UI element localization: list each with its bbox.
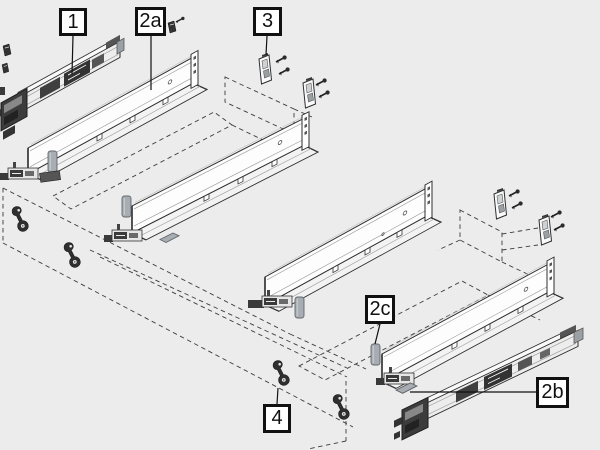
small-part: [0, 87, 5, 95]
cover-cap: [47, 150, 58, 173]
cabinet-outline: [2, 187, 367, 450]
callout-2b: 2b: [536, 377, 569, 408]
callout-1: 1: [59, 8, 87, 36]
callout-3-label: 3: [261, 10, 274, 32]
small-parts-top-left: [0, 16, 186, 95]
part-drawer-side-center-right: [263, 180, 443, 312]
latch-unit-upper-left: [0, 161, 61, 183]
callout-2a: 2a: [135, 7, 166, 36]
part-drawer-runner-left: [0, 34, 125, 140]
callout-2c: 2c: [365, 295, 395, 324]
part-drawer-runner-right: [394, 324, 584, 441]
part-drawer-side-center-left: [130, 110, 320, 241]
callout-2a-label: 2a: [139, 10, 162, 32]
cover-cap-2c: [370, 343, 381, 366]
part-drawer-side-upper-left: [26, 49, 209, 181]
latch-unit-center-right: [248, 289, 293, 309]
callout-4-label: 4: [271, 407, 283, 429]
callout-4: 4: [263, 404, 291, 433]
callout-2b-label: 2b: [541, 381, 564, 403]
callout-leader-lines: [71, 35, 536, 405]
callout-2c-label: 2c: [369, 298, 391, 320]
cover-cap: [121, 195, 132, 218]
callout-3: 3: [253, 7, 282, 36]
cover-cap: [294, 296, 305, 319]
part-drawer-side-bottom-right: [380, 256, 565, 390]
callout-1-label: 1: [67, 10, 79, 33]
